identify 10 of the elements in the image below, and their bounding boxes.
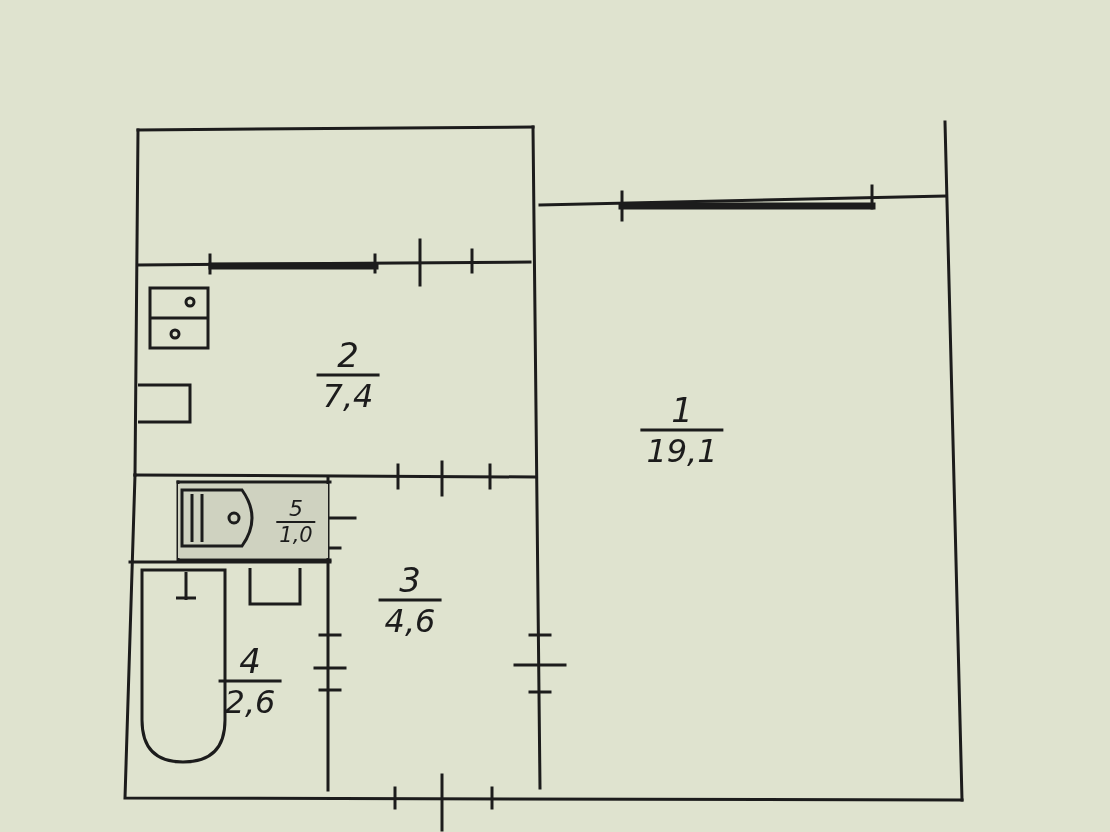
room-number: 5 [289, 497, 303, 521]
room-number: 1 [671, 390, 693, 429]
room-number: 3 [399, 560, 421, 599]
room-number: 2 [337, 335, 359, 374]
room-area: 4,6 [378, 598, 442, 640]
room-area: 2,6 [218, 679, 282, 721]
room-area: 7,4 [316, 373, 380, 415]
room-number: 4 [239, 641, 261, 680]
room-area: 19,1 [640, 428, 724, 470]
room-area: 1,0 [276, 521, 316, 547]
